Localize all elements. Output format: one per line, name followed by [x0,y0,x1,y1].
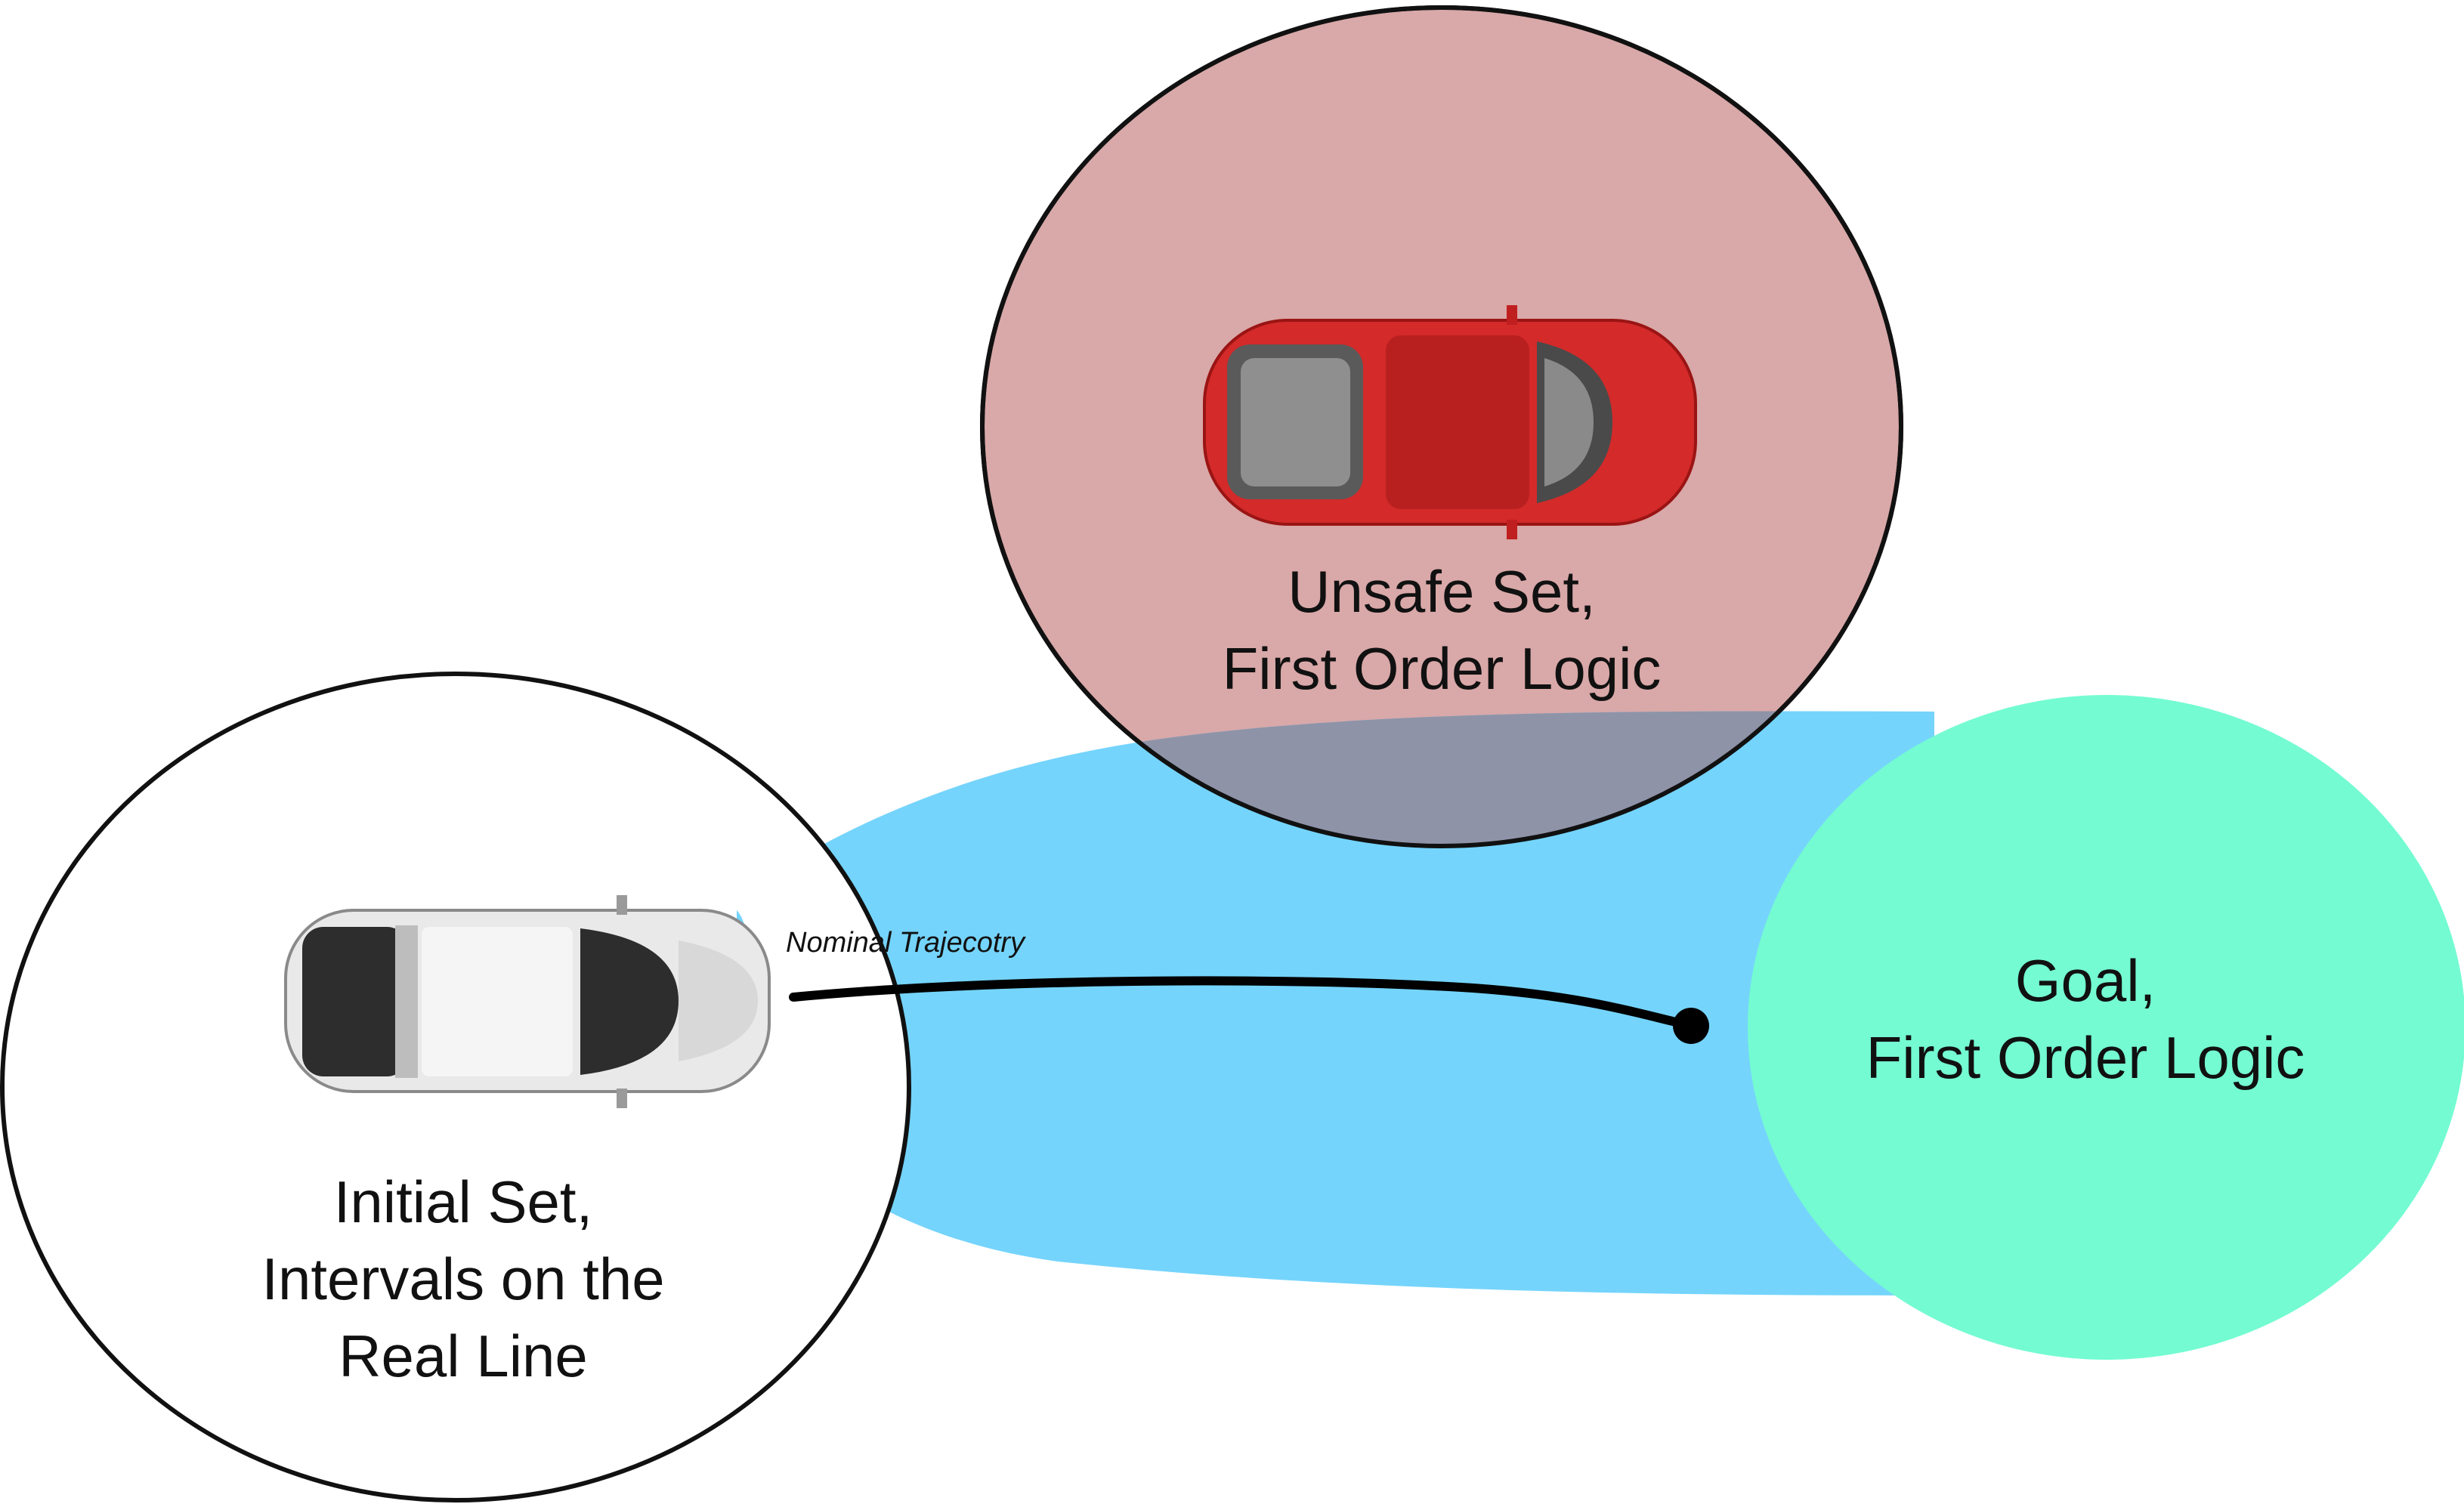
reachable-tube [722,711,1934,1296]
trajectory-endpoint-icon [1673,1008,1709,1044]
red-car-icon [1203,305,1697,539]
initial-set-label-line1: Initial Set, [334,1169,593,1235]
white-car-icon [284,895,771,1108]
goal-label-line1: Goal, [2015,947,2156,1014]
nominal-trajectory-line [789,976,1696,1030]
initial-set-label-line2: Intervals on the [261,1246,664,1312]
nominal-trajectory-label: Nominal Trajecotry [786,927,1026,959]
goal-label-line2: First Order Logic [1866,1024,2305,1091]
goal-region [1748,695,2464,1360]
initial-set-label-line3: Real Line [339,1323,588,1389]
unsafe-set-label-line1: Unsafe Set, [1288,558,1596,625]
unsafe-set-outline [980,5,1903,848]
unsafe-set-label-line2: First Order Logic [1223,635,1662,702]
